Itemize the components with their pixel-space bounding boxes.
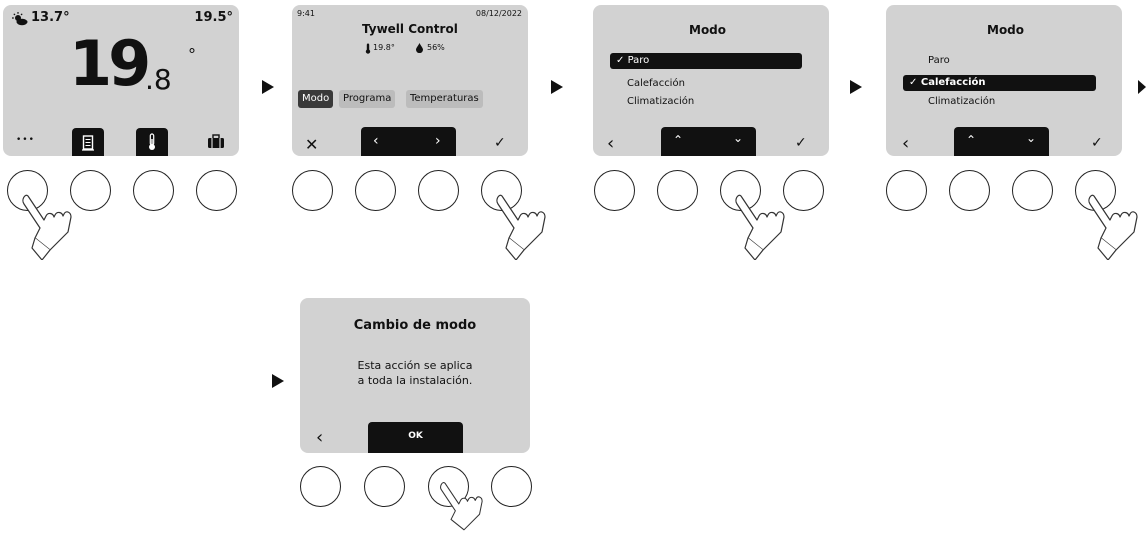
tab-temperaturas[interactable]: Temperaturas [406,90,483,108]
pressing-hand-icon [440,482,483,531]
physical-button-3[interactable] [418,170,459,211]
degree-symbol: ° [188,45,196,64]
back-chevron-icon: ‹ [902,133,910,154]
dialog-message-line-2: a toda la instalación. [357,374,473,387]
chevron-up-icon: ⌃ [673,133,684,147]
chevron-right-icon: › [435,133,441,149]
check-icon: ✓ [616,55,628,66]
check-icon: ✓ [795,135,807,151]
home-screen: 13.7° 19.5° 19 .8 ° ••• [3,5,239,156]
mode-option-label: Paro [627,55,650,66]
humidity-drop-icon [416,43,423,53]
mode-option-selected[interactable]: ✓ Calefacción [903,75,1096,91]
navigation-bar: ⌃ ⌄ [661,127,756,156]
physical-button-3[interactable] [1012,170,1053,211]
physical-button-4[interactable] [481,170,522,211]
ok-label: OK [408,431,423,441]
pressing-hand-icon [735,194,785,260]
thermometer-icon [365,43,371,54]
physical-button-4[interactable] [491,466,532,507]
screen-title: Modo [987,23,1025,37]
dialog-title: Cambio de modo [353,318,477,333]
check-icon: ✓ [1091,135,1103,151]
screen-title: Modo [689,23,727,37]
chevron-left-icon: ‹ [373,133,379,149]
mode-selection-screen: Modo Paro ✓ Calefacción Climatización ‹ … [886,5,1122,156]
thermometer-icon [149,133,155,150]
check-icon: ✓ [909,77,921,88]
back-chevron-icon: ‹ [316,427,324,448]
pressing-hand-icon [22,194,72,260]
step-arrow-icon [1138,80,1146,94]
temperature-tab-button [136,128,168,156]
physical-button-3[interactable] [133,170,174,211]
pressing-hand-icon [1088,194,1138,260]
chevron-down-icon: ⌄ [733,131,744,145]
tab-programa[interactable]: Programa [339,90,396,108]
mode-option-label: Calefacción [920,77,986,88]
step-arrow-icon [272,374,284,388]
back-chevron-icon: ‹ [607,133,615,154]
physical-button-4[interactable] [196,170,237,211]
chevron-down-icon: ⌄ [1026,131,1037,145]
room-temperature-decimal: .8 [145,63,172,96]
physical-button-1[interactable] [292,170,333,211]
main-menu-screen: 9:41 08/12/2022 Tywell Control 19.8° 56%… [292,5,528,156]
clock-time: 9:41 [297,9,315,18]
physical-button-1[interactable] [886,170,927,211]
ok-button: OK [368,422,463,453]
physical-button-4[interactable] [783,170,824,211]
indoor-temperature: 19.8° [373,43,395,52]
physical-button-1[interactable] [594,170,635,211]
program-list-icon [82,135,94,151]
pressing-hand-icon [496,194,546,260]
mode-option-selected[interactable]: ✓ Paro [610,53,802,69]
navigation-bar: ‹ › [361,127,456,156]
sun-cloud-icon [12,12,28,26]
dialog-message-line-1: Esta acción se aplica [357,359,473,372]
mode-option-calefaccion[interactable]: Calefacción [627,78,685,89]
physical-button-2[interactable] [657,170,698,211]
step-arrow-icon [850,80,862,94]
physical-button-2[interactable] [70,170,111,211]
check-icon: ✓ [494,135,506,151]
outdoor-temperature: 13.7° [31,10,70,25]
step-arrow-icon [262,80,274,94]
close-icon: ✕ [305,135,319,154]
navigation-bar: ⌃ ⌄ [954,127,1049,156]
mode-selection-screen: Modo ✓ Paro Calefacción Climatización ‹ … [593,5,829,156]
mode-option-paro[interactable]: Paro [928,55,950,66]
indoor-humidity: 56% [427,43,445,52]
physical-button-1[interactable] [300,466,341,507]
program-tab-button [72,128,104,156]
chevron-up-icon: ⌃ [966,133,977,147]
briefcase-icon [208,134,224,148]
mode-option-climatizacion[interactable]: Climatización [928,96,996,107]
device-title: Tywell Control [362,22,458,36]
mode-change-confirmation-screen: Cambio de modo Esta acción se aplica a t… [300,298,530,453]
physical-button-2[interactable] [355,170,396,211]
setpoint-temperature: 19.5° [194,10,233,25]
mode-option-climatizacion[interactable]: Climatización [627,96,695,107]
physical-button-2[interactable] [949,170,990,211]
room-temperature-integer: 19 [69,27,151,100]
physical-button-2[interactable] [364,466,405,507]
menu-dots-icon: ••• [16,135,35,145]
current-date: 08/12/2022 [475,9,522,18]
tab-modo[interactable]: Modo [298,90,334,108]
step-arrow-icon [551,80,563,94]
